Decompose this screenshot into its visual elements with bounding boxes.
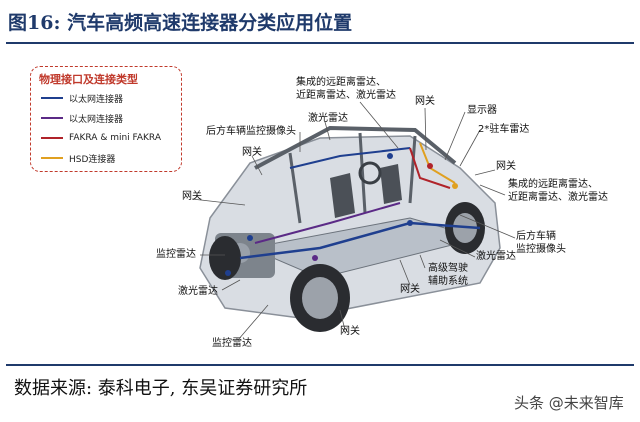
callout-radar-set-right: 集成的远距离雷达、 近距离雷达、激光雷达 [508, 178, 608, 204]
callout-line: 集成的远距离雷达、 [296, 77, 386, 88]
callout-gateway-bottom-mid: 网关 [340, 326, 360, 337]
legend-label: 以太网连接器 [69, 114, 124, 125]
legend-swatch [41, 97, 63, 99]
title-rule [6, 42, 634, 44]
callout-radar-set-top: 集成的远距离雷达、 近距离雷达、激光雷达 [296, 76, 396, 102]
watermark: 头条 @未来智库 [514, 394, 624, 412]
legend-item-ethernet-2: 以太网连接器 [41, 111, 123, 125]
legend-item-fakra: FAKRA & mini FAKRA [41, 131, 161, 145]
car-chassis-illustration [199, 125, 501, 332]
figure-title: 图16: 汽车高频高速连接器分类应用位置 [8, 12, 353, 34]
callout-display: 显示器 [467, 105, 497, 116]
legend-swatch [41, 157, 63, 159]
legend-label: HSD连接器 [69, 154, 116, 165]
callout-lidar-top: 激光雷达 [308, 113, 348, 124]
legend-swatch [41, 117, 63, 119]
legend-swatch [41, 137, 63, 139]
callout-line: 集成的远距离雷达、 [508, 179, 598, 190]
callout-line: 近距离雷达、激光雷达 [296, 90, 396, 101]
callout-line: 辅助系统 [428, 276, 468, 287]
callout-gateway-left-top: 网关 [242, 147, 262, 158]
callout-lidar-bottom-left: 激光雷达 [178, 286, 218, 297]
callout-line: 近距离雷达、激光雷达 [508, 192, 608, 203]
callout-line: 高级驾驶 [428, 263, 468, 274]
callout-monitor-radar-left: 监控雷达 [156, 249, 196, 260]
callout-rear-camera-right: 后方车辆 监控摄像头 [516, 230, 566, 256]
callout-gateway-right: 网关 [496, 161, 516, 172]
legend-item-ethernet-1: 以太网连接器 [41, 91, 123, 105]
callout-line: 后方车辆 [516, 231, 556, 242]
callout-gateway-left: 网关 [182, 191, 202, 202]
source-rule [6, 364, 634, 366]
callout-gateway-bottom: 网关 [400, 284, 420, 295]
callout-rear-camera-top: 后方车辆监控摄像头 [206, 126, 296, 137]
legend-item-hsd: HSD连接器 [41, 151, 115, 165]
callout-monitor-radar-bottom: 监控雷达 [212, 338, 252, 349]
callout-gateway-top: 网关 [415, 96, 435, 107]
callout-line: 监控摄像头 [516, 244, 566, 255]
callout-lidar-bottom-right: 激光雷达 [476, 251, 516, 262]
legend-label: 以太网连接器 [69, 94, 124, 105]
callout-parking-radar: 2*驻车雷达 [478, 124, 530, 135]
callout-adas: 高级驾驶 辅助系统 [428, 262, 468, 288]
legend-title: 物理接口及连接类型 [39, 73, 138, 86]
legend-label: FAKRA & mini FAKRA [69, 133, 161, 143]
source-note: 数据来源: 泰科电子, 东吴证券研究所 [14, 378, 308, 399]
connector-legend: 物理接口及连接类型 以太网连接器 以太网连接器 FAKRA & mini FAK… [30, 66, 182, 172]
